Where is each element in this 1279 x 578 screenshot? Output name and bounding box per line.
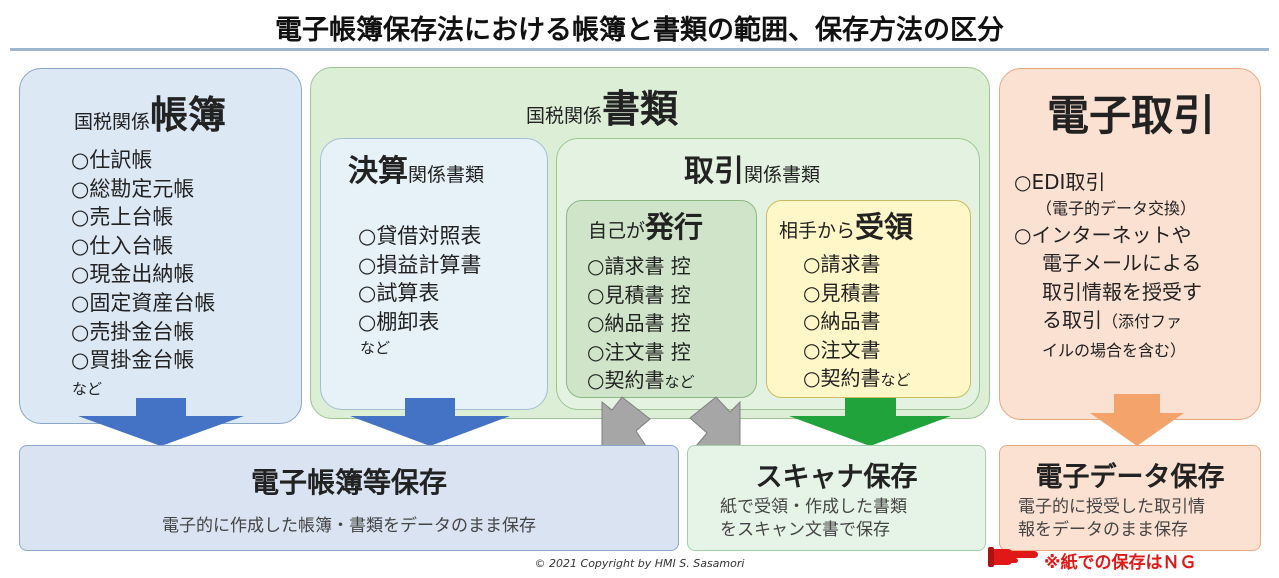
list-item: ○買掛金台帳 bbox=[71, 348, 195, 373]
diagram-title: 電子帳簿保存法における帳簿と書類の範囲、保存方法の区分 bbox=[275, 15, 1004, 46]
list-item: ○契約書など bbox=[803, 364, 910, 395]
list-item: ○売掛金台帳 bbox=[71, 319, 195, 344]
list-item-line: 電子メールによる bbox=[1042, 251, 1202, 276]
list-item: ○総勘定元帳 bbox=[71, 176, 195, 201]
list-item: ○固定資産台帳 bbox=[71, 290, 216, 315]
list-item-text: ○契約書 bbox=[803, 366, 881, 391]
hakko-title: 発行 bbox=[645, 210, 704, 244]
choubo-prefix: 国税関係 bbox=[74, 111, 151, 133]
kessan-heading: 決算関係書類 bbox=[348, 146, 484, 190]
denshi-data-hozon-box bbox=[999, 445, 1261, 551]
denshi-data-hozon-title: 電子データ保存 bbox=[1035, 462, 1225, 493]
shorui-heading: 国税関係書類 bbox=[526, 78, 678, 133]
list-item-note: （電子的データ交換） bbox=[1036, 198, 1197, 218]
list-item: ○注文書 控 bbox=[587, 339, 691, 364]
arrow-denshi-to-denshi-data-hozon bbox=[1090, 394, 1184, 446]
kessan-suffix: 関係書類 bbox=[408, 164, 485, 186]
denshi-torihiki-heading: 電子取引 bbox=[1046, 91, 1215, 140]
hakko-etc: など bbox=[664, 373, 695, 392]
list-item: ○見積書 bbox=[803, 280, 881, 305]
denshi-torihiki-panel bbox=[999, 68, 1261, 420]
juryo-prefix: 相手から bbox=[779, 220, 856, 242]
list-item: ○現金出納帳 bbox=[71, 262, 195, 287]
scanner-hozon-title: スキャナ保存 bbox=[755, 462, 918, 493]
desc-line: をスキャン文書で保存 bbox=[720, 520, 890, 540]
juryo-list: ○請求書 ○見積書 ○納品書 ○注文書 ○契約書など bbox=[803, 250, 910, 395]
list-item-line: 取引情報を授受す bbox=[1042, 279, 1202, 304]
list-item: ○注文書 bbox=[803, 337, 881, 362]
list-item: ○仕入台帳 bbox=[71, 233, 174, 258]
list-item: ○納品書 控 bbox=[587, 311, 691, 336]
list-item: ○EDI取引 bbox=[1014, 170, 1106, 194]
kessan-etc: など bbox=[360, 339, 391, 357]
list-item: ○試算表 bbox=[358, 281, 440, 306]
choubo-heading: 国税関係帳簿 bbox=[74, 84, 226, 139]
choubo-etc: など bbox=[72, 380, 103, 398]
hakko-list: ○請求書 控 ○見積書 控 ○納品書 控 ○注文書 控 ○契約書など bbox=[587, 252, 694, 397]
juryo-title: 受領 bbox=[855, 210, 914, 244]
list-item: ○見積書 控 bbox=[587, 282, 691, 307]
arrow-hakko-to-choubo-hozon bbox=[601, 396, 651, 447]
arrow-hakko-to-scanner-hozon bbox=[689, 396, 741, 447]
choubo-hozon-box bbox=[19, 445, 679, 551]
torihiki-title: 取引 bbox=[684, 154, 744, 189]
desc-line: 電子的に授受した取引情 bbox=[1018, 497, 1205, 517]
juryo-panel bbox=[766, 200, 971, 398]
kessan-panel bbox=[320, 138, 548, 410]
list-item-note: イルの場合を含む） bbox=[1042, 340, 1187, 360]
choubo-title: 帳簿 bbox=[150, 93, 227, 137]
list-item-text: ○契約書 bbox=[587, 368, 665, 393]
desc-line: 紙で受領・作成した書類 bbox=[720, 497, 907, 517]
torihiki-heading: 取引関係書類 bbox=[684, 146, 820, 190]
denshi-data-hozon-desc: 電子的に授受した取引情 報をデータのまま保存 bbox=[1018, 496, 1205, 542]
list-item: ○請求書 bbox=[803, 252, 881, 276]
choubo-hozon-desc: 電子的に作成した帳簿・書類をデータのまま保存 bbox=[162, 516, 536, 536]
list-item: ○契約書など bbox=[587, 366, 694, 397]
list-item-text: る取引 bbox=[1042, 308, 1102, 333]
kessan-title: 決算 bbox=[348, 154, 408, 189]
juryo-etc: など bbox=[880, 371, 911, 390]
copyright: © 2021 Copyright by HMI S. Sasamori bbox=[534, 557, 745, 570]
list-item: ○インターネットや bbox=[1014, 222, 1192, 247]
arrow-choubo-to-choubo-hozon bbox=[78, 398, 244, 446]
kessan-list: ○貸借対照表 ○損益計算書 ○試算表 ○棚卸表 bbox=[358, 222, 481, 336]
pointing-hand-icon bbox=[988, 547, 1038, 567]
choubo-list: ○仕訳帳 ○総勘定元帳 ○売上台帳 ○仕入台帳 ○現金出納帳 ○固定資産台帳 ○… bbox=[71, 146, 215, 375]
juryo-heading: 相手から受領 bbox=[779, 204, 913, 246]
list-item: ○棚卸表 bbox=[358, 309, 440, 334]
list-item: ○請求書 控 bbox=[587, 254, 691, 278]
scanner-hozon-desc: 紙で受領・作成した書類 をスキャン文書で保存 bbox=[720, 496, 907, 542]
ng-note: ※紙での保存はＮＧ bbox=[1044, 553, 1197, 573]
list-item: ○貸借対照表 bbox=[358, 224, 482, 248]
list-item: ○売上台帳 bbox=[71, 205, 174, 230]
arrow-juryo-to-scanner-hozon bbox=[789, 398, 951, 446]
shorui-prefix: 国税関係 bbox=[526, 105, 603, 127]
choubo-panel bbox=[19, 68, 302, 424]
choubo-hozon-title: 電子帳簿等保存 bbox=[250, 466, 447, 499]
list-item: ○損益計算書 bbox=[358, 252, 482, 277]
hakko-heading: 自己が発行 bbox=[588, 204, 703, 246]
hakko-panel bbox=[566, 200, 757, 398]
torihiki-suffix: 関係書類 bbox=[744, 164, 821, 186]
list-item: ○仕訳帳 bbox=[71, 148, 153, 172]
arrow-kessan-to-choubo-hozon bbox=[350, 398, 510, 446]
list-item-line: る取引（添付ファ bbox=[1014, 306, 1254, 337]
desc-line: 報をデータのまま保存 bbox=[1018, 520, 1188, 540]
denshi-torihiki-list: ○EDI取引 （電子的データ交換） ○インターネットや 電子メールによる 取引情… bbox=[1014, 168, 1254, 366]
list-item: ○納品書 bbox=[803, 309, 881, 334]
shorui-title: 書類 bbox=[602, 87, 679, 131]
scanner-hozon-box bbox=[687, 445, 986, 551]
hakko-prefix: 自己が bbox=[588, 220, 646, 242]
title-underline bbox=[10, 48, 1269, 51]
list-item-note: （添付ファ bbox=[1102, 312, 1183, 332]
